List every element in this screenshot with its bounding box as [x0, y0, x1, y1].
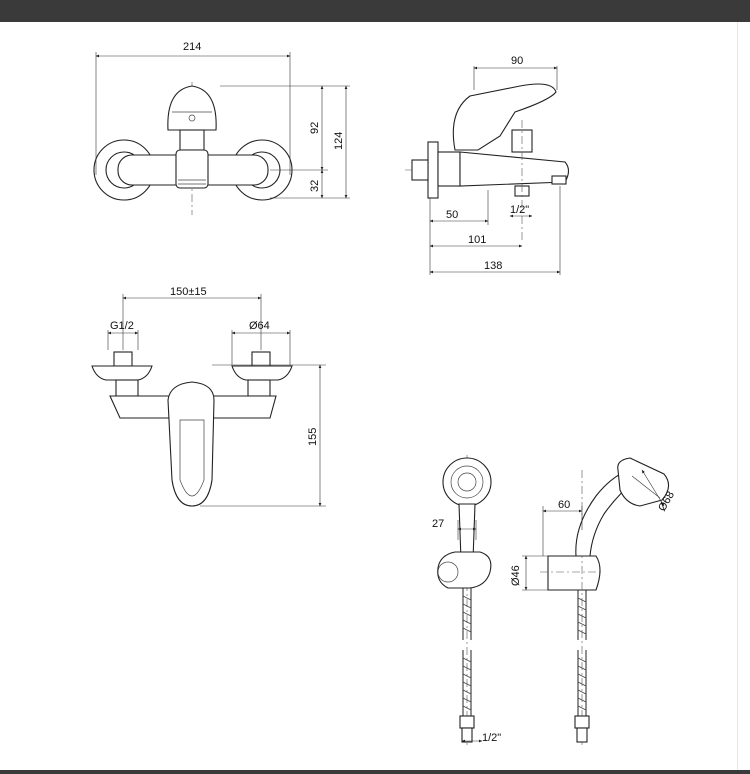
dim-side-50: 50: [446, 209, 458, 221]
dim-shower-height: 155: [307, 428, 319, 446]
bath-mixer-side-view: 90 50 1/2" 101 138: [405, 55, 570, 275]
dim-side-handle: 90: [511, 55, 523, 67]
dim-side-thread: 1/2": [510, 204, 529, 216]
bath-mixer-front-view: 214 92 124 32: [93, 41, 350, 215]
dim-hand-27: 27: [432, 518, 444, 530]
dim-hose-thread: 1/2": [482, 732, 501, 744]
hand-shower-side-view: 60 Ø46 Ø68: [510, 457, 677, 745]
top-frame-bar: [0, 0, 750, 22]
dim-hand-46: Ø46: [510, 565, 522, 586]
dim-shower-flange: Ø64: [249, 320, 270, 332]
hand-shower-front-view: 27 1/2": [432, 455, 501, 745]
dim-front-height-upper: 92: [309, 122, 321, 134]
dim-shower-thread: G1/2: [110, 320, 134, 332]
dim-shower-spacing: 150±15: [170, 286, 207, 298]
dim-side-138: 138: [484, 260, 502, 272]
dim-front-height-lower: 32: [309, 180, 321, 192]
dim-front-height-total: 124: [333, 132, 345, 150]
dim-side-101: 101: [468, 234, 486, 246]
dim-hand-60: 60: [558, 499, 570, 511]
bottom-frame-line: [0, 770, 750, 774]
right-edge-line: [737, 22, 738, 770]
shower-mixer-front-view: 150±15 G1/2 Ø64 155: [91, 286, 326, 507]
dim-front-width: 214: [183, 41, 201, 53]
